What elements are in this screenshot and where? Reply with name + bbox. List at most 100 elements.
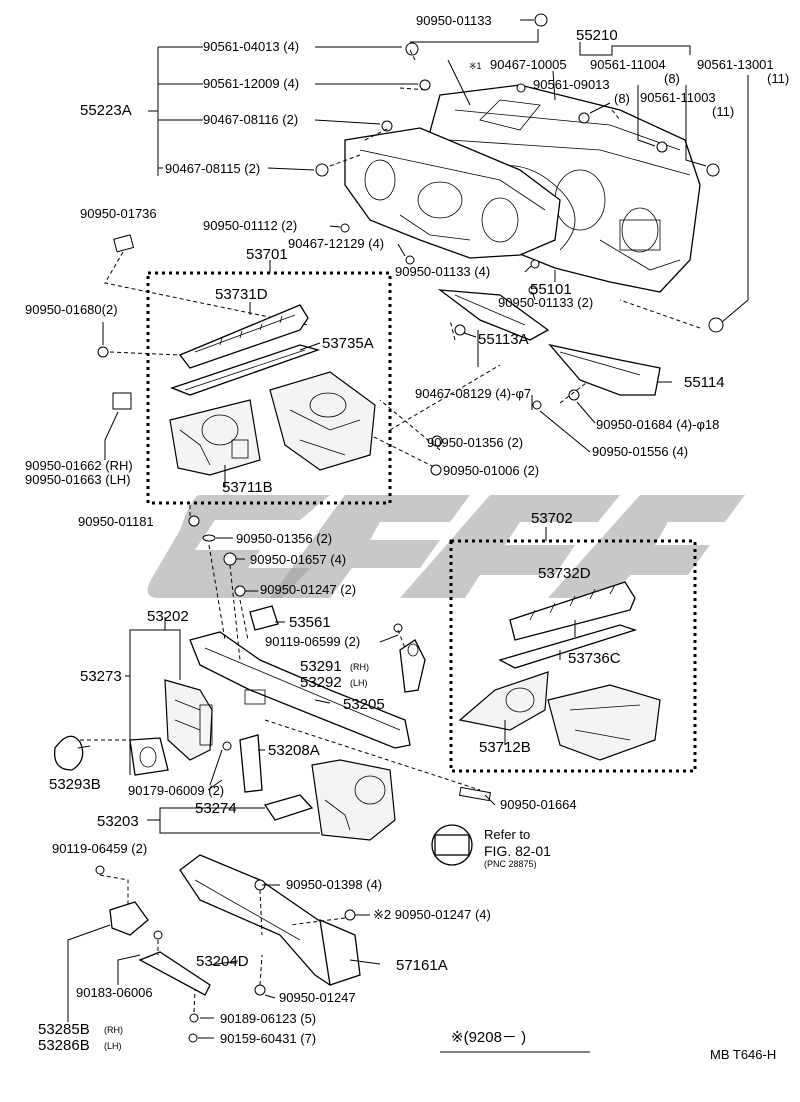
fig-82-01-ref-shape: [431, 824, 473, 866]
label-57161a: 57161A: [396, 957, 448, 974]
label-90950-01684: 90950-01684 (4)-φ18: [596, 417, 719, 432]
label-90950-01398: 90950-01398 (4): [286, 877, 382, 892]
callout-labels: 90950-01133 55210 90561-04013 (4) ※1 904…: [25, 13, 789, 1062]
label-90950-01680: 90950-01680(2): [25, 302, 118, 317]
label-55114: 55114: [684, 374, 725, 391]
label-53291-rh: (RH): [350, 662, 369, 672]
label-53702: 53702: [531, 510, 573, 527]
part-53203-shape: [311, 759, 396, 841]
part-53735a-shape: [170, 344, 321, 396]
part-53731d-shape: [178, 304, 309, 369]
label-90950-01133-4: 90950-01133 (4): [395, 264, 490, 279]
part-53273-shape: [129, 737, 169, 776]
label-90950-01356-lower: 90950-01356 (2): [236, 531, 332, 546]
watermark-logo: [147, 495, 745, 598]
leaders-lower: [67, 527, 590, 1053]
label-90950-01112: 90950-01112 (2): [203, 218, 297, 233]
part-53732d-shape: [509, 581, 636, 641]
insulator-55223a-shape: [344, 127, 561, 259]
label-90183-06006: 90183-06006: [76, 985, 153, 1000]
label-53203: 53203: [97, 813, 139, 830]
part-53293b-shape: [53, 735, 84, 771]
label-53731d: 53731D: [215, 286, 268, 303]
label-53285b: 53285B: [38, 1021, 90, 1038]
label-90950-01356-upper: 90950-01356 (2): [427, 435, 523, 450]
fasteners-upper: [97, 13, 724, 410]
label-90561-04013: 90561-04013 (4): [203, 39, 299, 54]
part-53712b-shape: [458, 671, 661, 761]
label-pnc: (PNC 28875): [484, 859, 537, 869]
label-53286b: 53286B: [38, 1037, 90, 1054]
label-53561: 53561: [289, 614, 331, 631]
label-53274: 53274: [195, 800, 237, 817]
label-53293b: 53293B: [49, 776, 101, 793]
label-90950-01247-4: ※2 90950-01247 (4): [373, 907, 491, 922]
part-53208a-shape: [239, 734, 263, 793]
label-90950-01006: 90950-01006 (2): [443, 463, 539, 478]
part-53291-shape: [399, 639, 426, 693]
label-fig-82-01: FIG. 82-01: [484, 843, 551, 859]
part-53274-shape: [263, 794, 314, 821]
label-figure-id: MB T646-H: [710, 1047, 776, 1062]
label-90950-01247-2: 90950-01247 (2): [260, 582, 356, 597]
label-53291: 53291: [300, 658, 342, 675]
label-90561-13001-qty: (11): [767, 71, 789, 86]
label-53292: 53292: [300, 674, 342, 691]
label-90950-01664: 90950-01664: [500, 797, 577, 812]
leaders-upper: [104, 19, 749, 471]
label-date-note: ※(9208－ ): [451, 1029, 526, 1046]
label-note1: ※1: [469, 61, 482, 71]
part-57161a-shape: [179, 854, 361, 986]
label-90467-10005: 90467-10005: [490, 57, 567, 72]
label-55101: 55101: [530, 281, 572, 298]
label-90950-01657: 90950-01657 (4): [250, 552, 346, 567]
part-53202-shape: [164, 679, 213, 761]
label-90561-09013: 90561-09013: [533, 77, 610, 92]
part-55113a-shape: [437, 289, 550, 341]
label-53286b-lh: (LH): [104, 1041, 122, 1051]
group-box-53702: [449, 539, 697, 773]
label-53204d: 53204D: [196, 953, 249, 970]
label-53292-lh: (LH): [350, 678, 368, 688]
part-53736c-shape: [498, 624, 638, 669]
part-53204d-shape: [138, 951, 211, 996]
label-90159-60431: 90159-60431 (7): [220, 1031, 316, 1046]
label-53208a: 53208A: [268, 742, 320, 759]
label-90561-13001: 90561-13001: [697, 57, 774, 72]
label-90179-06009: 90179-06009 (2): [128, 783, 224, 798]
label-55113a: 55113A: [478, 331, 529, 348]
leaders-53701: [102, 260, 443, 527]
label-90467-08129: 90467-08129 (4)-φ7: [415, 386, 531, 401]
label-53736c: 53736C: [568, 650, 621, 667]
group-box-53701: [146, 271, 392, 505]
label-90561-09013-qty: (8): [614, 91, 630, 106]
label-53202: 53202: [147, 608, 189, 625]
label-90119-06599: 90119-06599 (2): [265, 634, 360, 649]
label-90950-01133-2: 90950-01133 (2): [498, 295, 593, 310]
label-53732d: 53732D: [538, 565, 591, 582]
label-90950-01247: 90950-01247: [279, 990, 356, 1005]
label-90950-01736: 90950-01736: [80, 206, 157, 221]
label-90561-11004: 90561-11004: [590, 57, 666, 72]
label-53701: 53701: [246, 246, 288, 263]
label-90119-06459: 90119-06459 (2): [52, 841, 147, 856]
label-53711b: 53711B: [222, 479, 273, 496]
label-90950-01662: 90950-01662 (RH): [25, 458, 133, 473]
part-53561-shape: [249, 605, 279, 631]
label-refer-to: Refer to: [484, 827, 530, 842]
label-90467-08116: 90467-08116 (2): [203, 112, 298, 127]
label-55223a: 55223A: [80, 102, 132, 119]
label-90561-11003-qty: (11): [712, 104, 734, 119]
label-53205: 53205: [343, 696, 385, 713]
label-53712b: 53712B: [479, 739, 531, 756]
part-53205-shape: [189, 631, 411, 749]
part-55114-shape: [548, 343, 661, 396]
label-90950-01181: 90950-01181: [78, 514, 154, 529]
label-90950-01556: 90950-01556 (4): [592, 444, 688, 459]
label-55210: 55210: [576, 27, 618, 44]
part-53711b-shape: [112, 371, 376, 476]
label-90561-11004-qty: (8): [664, 71, 680, 86]
label-53273: 53273: [80, 668, 122, 685]
label-90189-06123: 90189-06123 (5): [220, 1011, 316, 1026]
